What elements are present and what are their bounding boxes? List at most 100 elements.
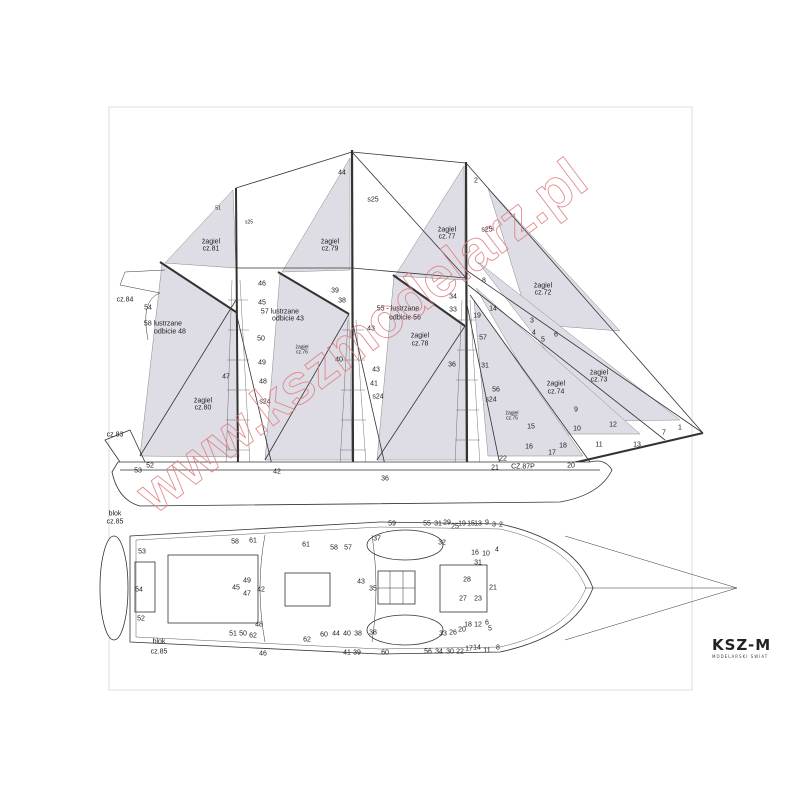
callout-label: 46 bbox=[259, 651, 267, 658]
stern-boat bbox=[99, 535, 129, 641]
callout-label: 40 bbox=[343, 631, 351, 638]
callout-label: 13 bbox=[633, 442, 641, 449]
callout-label: s24 bbox=[259, 399, 270, 406]
callout-label: 43 bbox=[357, 579, 365, 586]
callout-label: 3 bbox=[492, 522, 496, 529]
callout-label: 59 bbox=[388, 521, 396, 528]
logo-sub: MODELARSKI ŚWIAT bbox=[712, 654, 768, 659]
callout-label: 10 bbox=[482, 551, 490, 558]
callout-label: 54 bbox=[135, 587, 143, 594]
callout-label: 19 bbox=[473, 313, 481, 320]
callout-label: 32 bbox=[438, 540, 446, 547]
side-view bbox=[104, 149, 704, 507]
callout-label: 55 bbox=[423, 521, 431, 528]
callout-label: 53 bbox=[138, 549, 146, 556]
callout-label: żagiel bbox=[438, 227, 457, 234]
callout-label: 56 bbox=[424, 649, 432, 656]
callout-label: 11 bbox=[483, 648, 490, 655]
callout-label: 4 bbox=[532, 330, 536, 337]
callout-label: 19 bbox=[458, 521, 466, 528]
callout-label: 17 bbox=[548, 450, 556, 457]
callout-label: cz.80 bbox=[195, 405, 212, 412]
callout-label: 42 bbox=[273, 469, 281, 476]
callout-label: 2 bbox=[499, 522, 503, 529]
top-view bbox=[99, 521, 738, 655]
callout-label: 45 bbox=[232, 585, 240, 592]
callout-label: 4 bbox=[495, 547, 499, 554]
callout-label: 15 bbox=[467, 521, 475, 528]
callout-label: 36 bbox=[448, 362, 456, 369]
callout-label: 28 bbox=[463, 577, 471, 584]
callout-label: 17 bbox=[465, 646, 473, 653]
callout-label: 1 bbox=[678, 425, 682, 432]
callout-label: 38 bbox=[354, 631, 362, 638]
callout-label: cz.79 bbox=[322, 246, 339, 253]
main-mast bbox=[350, 149, 355, 471]
hatch-grid bbox=[377, 570, 416, 605]
callout-label: 37 bbox=[373, 536, 381, 543]
callout-label: 51 bbox=[215, 206, 221, 212]
callout-label: 51 bbox=[229, 631, 237, 638]
callout-label: 49 bbox=[243, 578, 251, 585]
callout-label: żagiel bbox=[505, 411, 518, 417]
shrouds bbox=[225, 279, 481, 466]
callout-label: 9 bbox=[485, 520, 489, 527]
callout-label: 46 bbox=[258, 281, 266, 288]
callout-label: 47 bbox=[222, 374, 230, 381]
callout-label: 54 bbox=[144, 305, 152, 312]
callout-label: 29 bbox=[443, 520, 451, 527]
callout-label: 31 bbox=[474, 560, 482, 567]
callout-label: 14 bbox=[489, 306, 497, 313]
callout-label: 23 bbox=[474, 596, 482, 603]
callout-label: 60 bbox=[320, 632, 328, 639]
main-gaff bbox=[277, 271, 350, 315]
callout-label: 18 bbox=[464, 622, 472, 629]
callout-label: cz.77 bbox=[439, 234, 456, 241]
callout-label: 21 bbox=[491, 465, 499, 472]
sail-cz74 bbox=[475, 287, 641, 435]
hull-side bbox=[104, 269, 613, 507]
callout-label: 61 bbox=[249, 538, 257, 545]
callout-label: 31 bbox=[481, 363, 489, 370]
publisher-logo: KSZ-M MODELARSKI ŚWIAT bbox=[712, 636, 770, 659]
callout-label: s25 bbox=[367, 197, 378, 204]
callout-label: 27 bbox=[459, 596, 467, 603]
callout-label: 38 bbox=[369, 630, 377, 637]
callout-label: 52 bbox=[137, 616, 145, 623]
callout-label: 33 bbox=[449, 307, 457, 314]
callout-label: 2 bbox=[474, 178, 478, 185]
bowsprit bbox=[559, 432, 704, 467]
callout-label: żagiel bbox=[202, 239, 221, 246]
mizzen-mast bbox=[235, 187, 239, 471]
callout-label: 55 - lustrzane bbox=[377, 306, 420, 313]
callout-label: 3 bbox=[530, 318, 534, 325]
callout-label: odbicie 56 bbox=[389, 315, 421, 322]
callout-label: 42 bbox=[257, 587, 265, 594]
callout-label: 8 bbox=[496, 645, 500, 652]
callout-label: żagiel bbox=[547, 381, 566, 388]
boat-port bbox=[366, 529, 444, 561]
callout-label: 12 bbox=[474, 622, 482, 629]
callout-label: 18 bbox=[559, 443, 567, 450]
callout-label: 60 bbox=[381, 650, 389, 657]
callout-label: 57 bbox=[344, 545, 352, 552]
callout-label: s25 bbox=[481, 227, 492, 234]
hull-profile bbox=[111, 460, 613, 507]
callout-label: 21 bbox=[489, 585, 497, 592]
callout-label: cz.83 bbox=[107, 432, 124, 439]
callout-label: 16 bbox=[525, 444, 533, 451]
callout-label: 34 bbox=[435, 649, 443, 656]
sail-cz77 bbox=[394, 165, 466, 281]
callout-label: cz.72 bbox=[535, 290, 552, 297]
boat-starboard bbox=[366, 614, 444, 646]
callout-label: 16 bbox=[471, 550, 479, 557]
callout-label: 44 bbox=[338, 170, 346, 177]
aft-deckhouse bbox=[167, 554, 259, 624]
callout-label: żagiel bbox=[411, 333, 430, 340]
callout-label: 9 bbox=[574, 407, 578, 414]
callout-label: odbicie 48 bbox=[154, 329, 186, 336]
callout-label: 10 bbox=[573, 426, 581, 433]
